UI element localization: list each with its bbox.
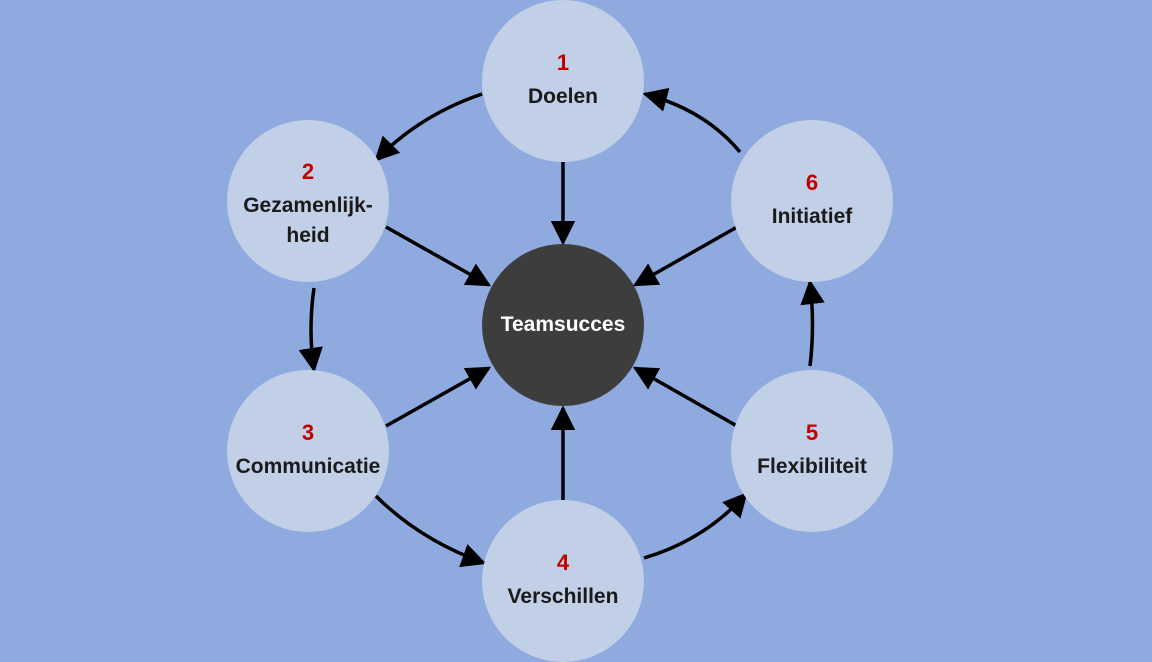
arrow-2-to-3	[298, 287, 323, 373]
arrow-4-to-5	[643, 492, 748, 560]
node-number: 1	[556, 50, 570, 75]
arrow-3-to-center	[385, 366, 492, 428]
node-label: Communicatie	[235, 455, 381, 478]
arrow-3-to-4	[374, 494, 487, 568]
arrow-1-to-2	[374, 92, 483, 162]
node-gezamenlijkheid: 2 Gezamenlijk- heid	[227, 120, 389, 282]
center-label: Teamsucces	[500, 313, 626, 336]
node-label: Initiatief	[771, 205, 853, 228]
node-label: Doelen	[527, 85, 598, 108]
center-node: Teamsucces	[482, 244, 644, 406]
node-communicatie: 3 Communicatie	[227, 370, 389, 532]
node-label: Gezamenlijk- heid	[243, 194, 373, 247]
node-doelen: 1 Doelen	[482, 0, 644, 162]
node-initiatief: 6 Initiatief	[731, 120, 893, 282]
node-label: Verschillen	[507, 585, 619, 608]
node-verschillen: 4 Verschillen	[482, 500, 644, 662]
node-number: 6	[805, 170, 819, 195]
node-flexibiliteit: 5 Flexibiliteit	[731, 370, 893, 532]
node-number: 5	[805, 420, 819, 445]
arrow-5-to-center	[632, 366, 738, 428]
node-number: 2	[301, 159, 315, 184]
arrow-6-to-1	[642, 87, 742, 154]
arrow-6-to-center	[632, 225, 738, 287]
node-number: 4	[556, 550, 570, 575]
arrow-2-to-center	[385, 225, 492, 287]
cycle-diagram	[298, 87, 825, 568]
arrow-5-to-6	[800, 279, 825, 367]
node-number: 3	[301, 420, 315, 445]
node-label: Flexibiliteit	[757, 455, 867, 478]
